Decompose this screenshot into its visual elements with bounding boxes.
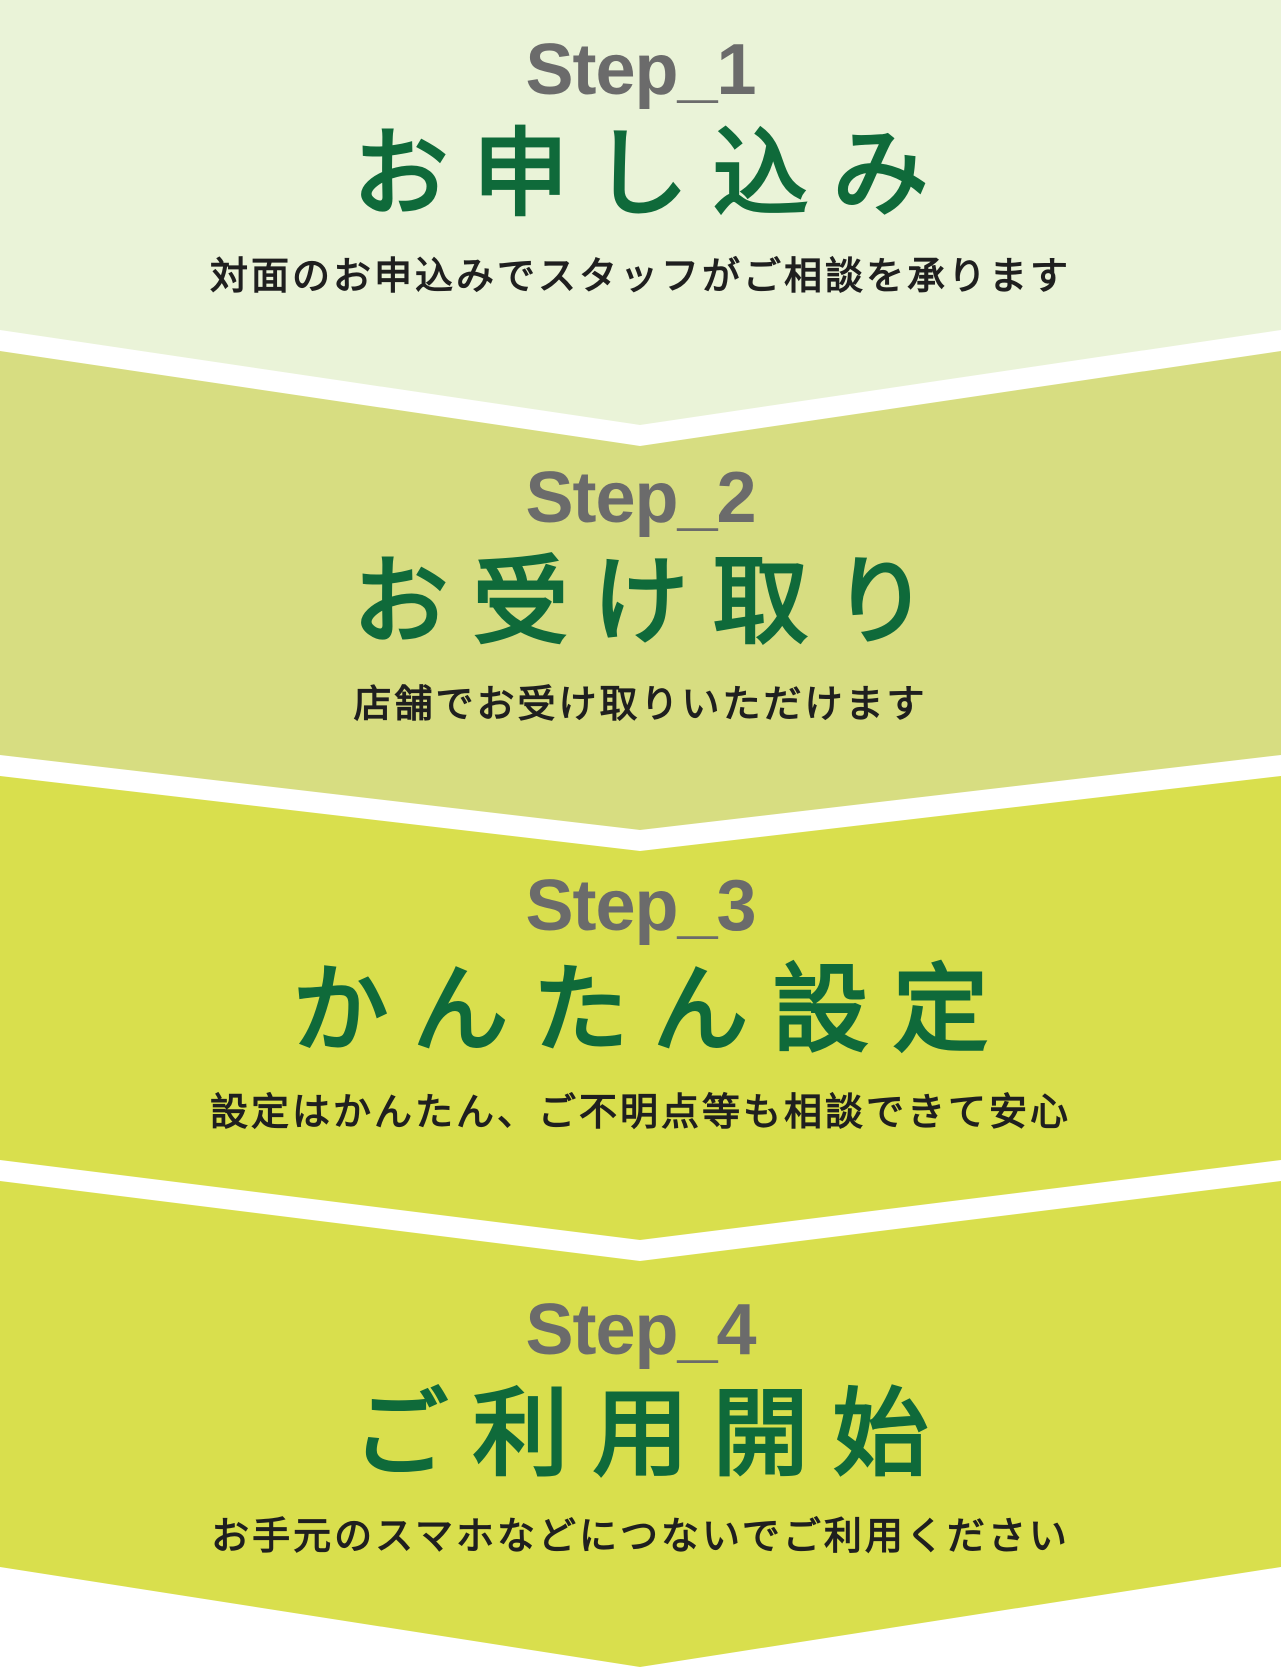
step-1-band (0, 0, 1281, 425)
step-1-title: お申し込み (352, 118, 953, 230)
step-3-description: 設定はかんたん、ご不明点等も相談できて安心 (209, 1090, 1071, 1134)
step-2-label: Step_2 (525, 458, 756, 538)
step-2: Step_2 お受け取り 店舗でお受け取りいただけます (0, 458, 1281, 728)
step-1: Step_1 お申し込み 対面のお申込みでスタッフがご相談を承ります (0, 30, 1281, 300)
step-4-band (0, 1180, 1281, 1667)
separator-3-4 (0, 1158, 1281, 1261)
step-4-description: お手元のスマホなどにつないでご利用ください (211, 1514, 1070, 1558)
step-2-title: お受け取り (352, 546, 953, 658)
separator-2-3 (0, 753, 1281, 851)
step-3: Step_3 かんたん設定 設定はかんたん、ご不明点等も相談できて安心 (0, 866, 1281, 1136)
step-4-label: Step_4 (525, 1290, 756, 1370)
step-1-label: Step_1 (525, 30, 756, 110)
step-3-title: かんたん設定 (292, 954, 1013, 1066)
step-2-band (0, 350, 1281, 830)
step-3-band (0, 775, 1281, 1240)
step-4: Step_4 ご利用開始 お手元のスマホなどにつないでご利用ください (0, 1290, 1281, 1560)
separator-1-2 (0, 328, 1281, 446)
step-3-label: Step_3 (525, 866, 756, 946)
step-1-description: 対面のお申込みでスタッフがご相談を承ります (209, 254, 1071, 298)
step-4-title: ご利用開始 (352, 1378, 953, 1490)
step-2-description: 店舗でお受け取りいただけます (353, 682, 928, 726)
